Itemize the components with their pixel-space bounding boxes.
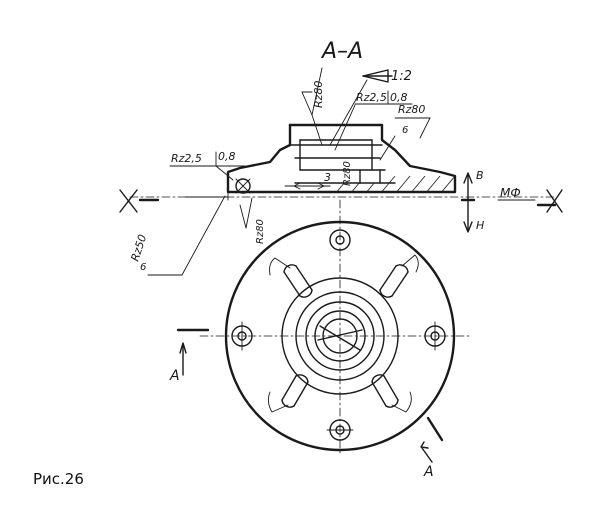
section-title: А–А [320, 39, 363, 64]
boss-middle-circle [295, 291, 385, 381]
slot-top-right [379, 254, 419, 298]
grade-left-label: 6 [140, 262, 146, 273]
taper-symbol: 1:2 [362, 69, 412, 84]
outer-flange-circle [224, 220, 456, 452]
roughness-mark-rz50: Rz50 6 [128, 195, 226, 276]
roughness-mark-rz25-top: Rz2,5 0,8 [354, 90, 413, 105]
bolt-hole-top [329, 229, 351, 251]
bolt-hole-left [231, 321, 253, 351]
rz80-bottom-label: Rz80 [255, 219, 266, 244]
slot-bottom-right [371, 374, 412, 413]
rz50-label: Rz50 [128, 233, 149, 263]
bolt-hole-bottom [326, 419, 354, 441]
v08-top-label: 0,8 [390, 91, 408, 104]
bore-core-circle [322, 318, 358, 354]
cut-mark-left [119, 189, 160, 213]
cut-a-right-label: А [423, 464, 434, 480]
v08-left-label: 0,8 [218, 150, 236, 163]
bolt-hole-right [424, 321, 446, 351]
cut-a-left-label: А [169, 368, 180, 384]
flange-hole-section [235, 178, 251, 194]
dir-n-label: Н [476, 219, 484, 232]
figure-caption: Рис.26 [33, 470, 84, 488]
dir-v-label: В [476, 169, 484, 182]
dim-3-label: 3 [324, 171, 331, 184]
rz25-top-label: Rz2,5 [356, 91, 387, 104]
hatching [330, 176, 455, 192]
rz25-left-label: Rz2,5 [171, 152, 202, 165]
roughness-mark-rz25-left: Rz2,5 0,8 [169, 150, 246, 181]
plan-view [199, 199, 471, 456]
mf-label: МФ [500, 186, 521, 200]
roughness-mark-rz80-top: Rz80 [301, 67, 325, 146]
section-cut-right: А [420, 416, 444, 480]
direction-arrows: В Н [460, 169, 484, 233]
cut-mark-right: МФ [497, 186, 563, 213]
boss-outer-circle [281, 277, 399, 395]
part-section: 3 Rz80 [226, 123, 457, 201]
bore-inner-circle [314, 310, 366, 362]
leader-line [329, 79, 368, 146]
rz80-inner-label: Rz80 [342, 161, 353, 186]
rz80-right-label: Rz80 [398, 103, 425, 116]
section-cut-left: А [169, 328, 210, 384]
slot-bottom-left [267, 374, 309, 413]
roughness-mark-rz80-right: Rz80 6 [379, 103, 431, 161]
rz80-top-label: Rz80 [312, 81, 325, 108]
leader-line [334, 104, 356, 151]
slot-top-left [269, 257, 313, 298]
taper-ratio: 1:2 [391, 69, 412, 84]
bore-circle [305, 301, 375, 371]
roughness-mark-rz80-bottom: Rz80 [239, 197, 266, 244]
grade-right-label: 6 [402, 125, 408, 136]
